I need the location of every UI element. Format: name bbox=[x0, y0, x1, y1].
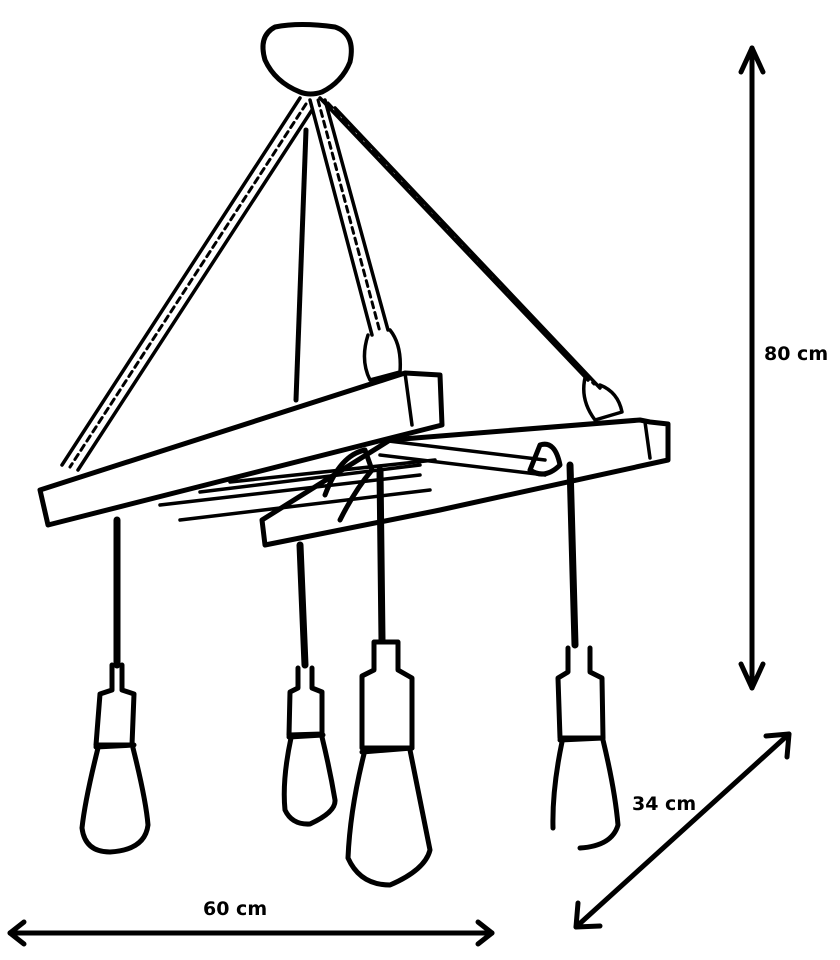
depth-label: 34 cm bbox=[632, 793, 697, 815]
bulb-2 bbox=[281, 665, 338, 827]
width-label: 60 cm bbox=[203, 898, 268, 920]
ceiling-canopy bbox=[260, 22, 354, 97]
bulb-1 bbox=[79, 662, 151, 855]
depth-dimension-arrow bbox=[573, 731, 792, 930]
bulb-3 bbox=[345, 639, 433, 888]
height-label: 80 cm bbox=[764, 343, 829, 365]
wooden-frame bbox=[37, 370, 671, 548]
height-dimension-arrow bbox=[738, 45, 766, 691]
bulb-4 bbox=[550, 645, 621, 851]
hanging-cords bbox=[113, 461, 579, 669]
suspension-ropes bbox=[60, 96, 624, 472]
width-dimension-arrow bbox=[7, 919, 495, 947]
